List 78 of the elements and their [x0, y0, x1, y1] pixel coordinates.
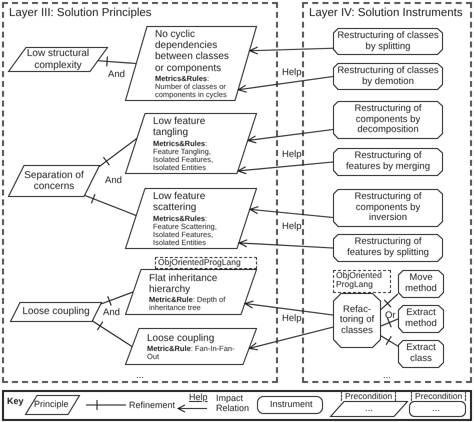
ellipsis: ... — [365, 404, 373, 414]
relation-label: Or — [385, 311, 396, 320]
relation-label: And — [105, 176, 122, 186]
arrow — [244, 300, 334, 316]
arrow — [248, 326, 334, 350]
precondition-tag: Precondition — [411, 391, 466, 400]
refinement-line — [92, 320, 132, 347]
relation-label: Help — [282, 68, 302, 78]
principle-parallelogram — [8, 165, 100, 197]
principle-text: Separation of concerns — [23, 170, 85, 192]
arrow — [238, 76, 334, 93]
ellipsis: ... — [383, 371, 391, 380]
precondition-tag: Precondition — [341, 391, 396, 400]
instrument-box — [398, 305, 444, 333]
ellipsis: ... — [136, 371, 144, 380]
relation-label: Help — [282, 222, 302, 232]
precondition-tag: ObjOrientedProgLang — [155, 257, 257, 269]
principle-parallelogram — [125, 328, 257, 365]
arrow — [238, 239, 334, 249]
layer-panel — [2, 2, 278, 383]
precondition-tag: ObjOriented ProgLang — [333, 270, 391, 293]
instrument-box — [333, 101, 443, 139]
panel-title: Layer IV: Solution Instruments — [309, 7, 463, 19]
legend-text: Impact Relation — [216, 393, 250, 414]
instrument-box — [333, 28, 443, 55]
layer-panel — [302, 2, 472, 383]
principle-text: Low feature tangling — [153, 116, 206, 138]
key-title: Key — [7, 397, 24, 406]
principle-parallelogram — [125, 188, 257, 249]
instrument-text: Restructuring of components by decomposition — [353, 104, 423, 136]
legend-text: Instrument — [270, 400, 313, 409]
instrument-box — [398, 340, 444, 368]
principle-text: Loose coupling — [147, 332, 216, 344]
refinement-line — [380, 317, 398, 328]
principle-text: Low feature scattering — [153, 191, 206, 214]
panel-title: Layer III: Solution Principles — [9, 7, 152, 19]
principle-parallelogram — [8, 47, 108, 72]
principle-parallelogram — [10, 302, 102, 322]
refinement-line — [98, 56, 136, 67]
instrument-box — [398, 270, 444, 298]
refinement-line — [98, 138, 137, 168]
instrument-box — [333, 63, 443, 90]
arrow — [249, 46, 334, 55]
relation-label: And — [108, 70, 125, 80]
principle-parallelogram — [125, 269, 257, 315]
principle-parallelogram — [125, 113, 257, 174]
ellipsis: ... — [432, 404, 440, 414]
principle-text: Loose coupling — [22, 306, 90, 318]
instrument-box — [333, 293, 381, 348]
instrument-box — [333, 189, 443, 227]
legend-text: Refinement — [129, 401, 176, 410]
arrow — [237, 161, 334, 174]
instrument-text: Restructuring of classes by splitting — [337, 30, 439, 52]
relation-label: Help — [282, 150, 302, 160]
instrument-text: Restructuring of components by inversion — [353, 192, 423, 224]
instrument-text: Extract method — [404, 308, 438, 330]
relation-label: Help — [282, 314, 302, 324]
refinement-line — [380, 335, 398, 347]
refinement-line — [380, 293, 398, 310]
principle-parallelogram — [125, 26, 257, 101]
instrument-text: Move method — [404, 273, 438, 295]
refinement-line — [84, 193, 136, 216]
refinement-line — [100, 291, 134, 306]
legend-text: Principle — [34, 400, 69, 409]
arrow — [247, 128, 334, 144]
relation-label: And — [103, 308, 120, 318]
instrument-text: Restructuring of classes by demotion — [337, 66, 439, 88]
instrument-box — [333, 148, 443, 176]
arrow — [249, 206, 334, 218]
principle-text: Low structural complexity — [26, 48, 90, 71]
relation-label: Help — [189, 393, 208, 402]
instrument-text: Refac- toring of classes — [338, 304, 376, 336]
principle-text: Flat inheritance hierarchy — [149, 272, 218, 296]
instrument-text: Restructuring of features by splitting — [346, 237, 430, 259]
instrument-box — [333, 234, 443, 262]
principle-text: No cyclic dependencies between classes or components — [155, 28, 230, 74]
instrument-text: Restructuring of features by merging — [345, 151, 431, 173]
instrument-text: Extract class — [405, 343, 437, 365]
